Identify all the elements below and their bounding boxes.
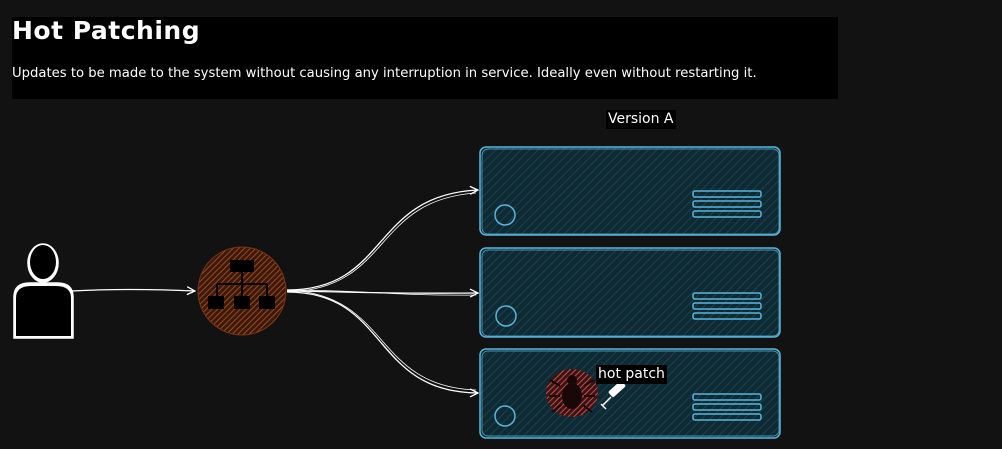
header-panel [12, 17, 838, 99]
drive-bays-icon [692, 190, 762, 218]
arrow-lb-to-server-1 [286, 190, 478, 291]
server-1 [479, 146, 781, 236]
server-2 [479, 247, 781, 338]
arrow-user-to-lb [71, 290, 195, 292]
hot-patch-label: hot patch [596, 365, 667, 384]
drive-bays-icon [692, 292, 762, 320]
load-balancer-icon [197, 246, 287, 336]
power-indicator [495, 305, 517, 327]
version-label: Version A [606, 110, 676, 129]
drive-bays-icon [692, 393, 762, 421]
user-icon [13, 243, 74, 339]
bug-icon [546, 369, 598, 417]
page-title: Hot Patching [12, 16, 201, 45]
server-3 [479, 348, 781, 439]
arrow-lb-to-server-3 [286, 291, 478, 393]
power-indicator [494, 405, 516, 427]
page-subtitle: Updates to be made to the system without… [12, 66, 757, 81]
power-indicator [494, 204, 516, 226]
